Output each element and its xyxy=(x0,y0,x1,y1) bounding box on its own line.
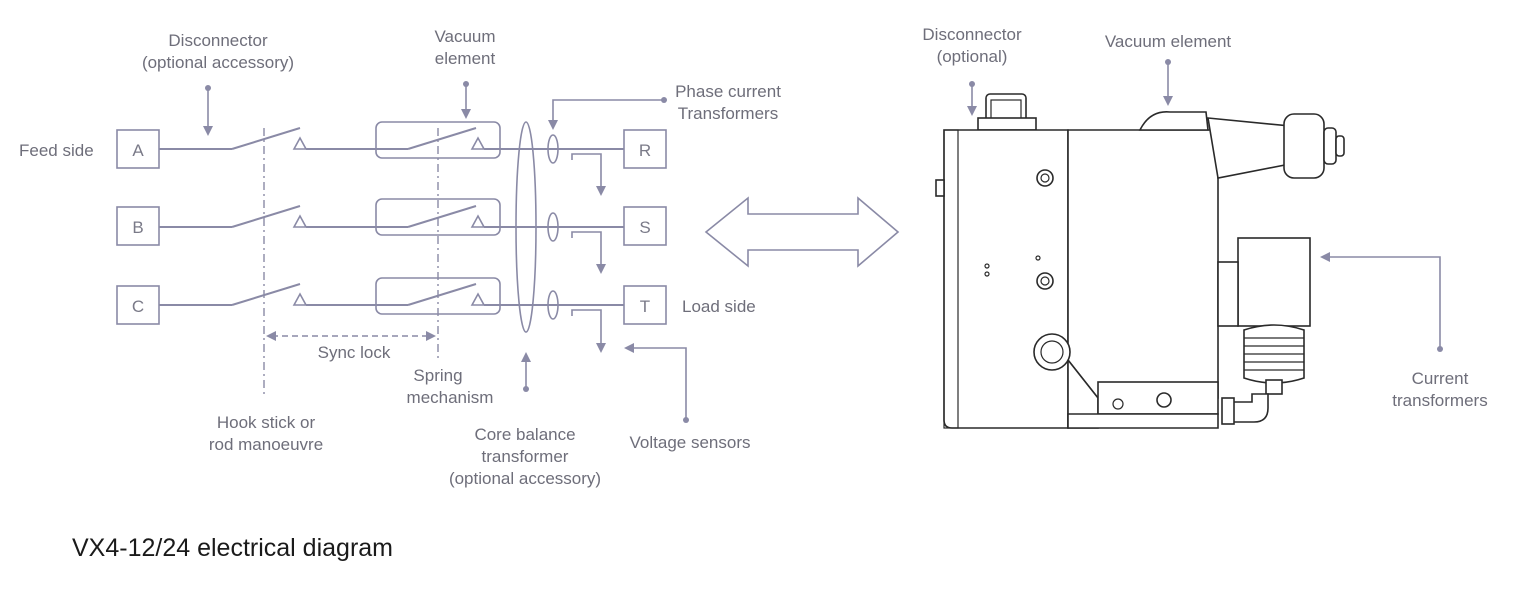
disconnector-label-1: Disconnector xyxy=(168,31,268,50)
phase-b-label: B xyxy=(132,218,143,237)
phase-ct-label-1: Phase current xyxy=(675,82,781,101)
core-balance-callout xyxy=(521,352,531,392)
r-ct-label-1: Current xyxy=(1412,369,1469,388)
phase-ct-c xyxy=(547,290,559,320)
hook-stick-label-1: Hook stick or xyxy=(217,413,316,432)
core-balance-label-3: (optional accessory) xyxy=(449,469,601,488)
device-illustration xyxy=(935,93,1345,429)
spring-label-2: mechanism xyxy=(407,388,494,407)
r-vacuum-label: Vacuum element xyxy=(1105,32,1232,51)
phase-ct-callout xyxy=(548,97,667,130)
load-side-label: Load side xyxy=(682,297,756,316)
phase-ct-label-2: Transformers xyxy=(678,104,778,123)
phase-a-label: A xyxy=(132,141,144,160)
disconnector-label-2: (optional accessory) xyxy=(142,53,294,72)
phase-ct-b xyxy=(547,212,559,242)
r-disconnector-label-1: Disconnector xyxy=(922,25,1022,44)
phase-line-b xyxy=(159,198,624,236)
sync-lock-label: Sync lock xyxy=(318,343,391,362)
schematic: A B C R S T xyxy=(19,27,781,488)
phase-r-label: R xyxy=(639,141,651,160)
voltage-sensors-callout xyxy=(624,343,689,423)
hook-stick-label-2: rod manoeuvre xyxy=(209,435,323,454)
r-ct-callout xyxy=(1320,252,1443,352)
double-arrow-icon xyxy=(704,196,900,268)
r-disconnector-callout xyxy=(967,81,977,116)
sync-lock-arrow xyxy=(266,331,436,341)
phase-s-label: S xyxy=(639,218,650,237)
core-balance-transformer xyxy=(515,121,537,333)
feed-side-label: Feed side xyxy=(19,141,94,160)
phase-ct-a xyxy=(547,134,559,164)
phase-line-a xyxy=(159,121,624,159)
core-balance-label-1: Core balance xyxy=(474,425,575,444)
disconnector-callout xyxy=(203,85,213,136)
diagram-caption: VX4-12/24 electrical diagram xyxy=(72,534,393,562)
phase-line-c xyxy=(159,277,624,315)
r-ct-label-2: transformers xyxy=(1392,391,1487,410)
phase-c-label: C xyxy=(132,297,144,316)
voltage-sensors-label: Voltage sensors xyxy=(630,433,751,452)
vacuum-label-1: Vacuum xyxy=(434,27,495,46)
spring-label-1: Spring xyxy=(413,366,462,385)
r-vacuum-callout xyxy=(1163,59,1173,106)
phase-t-label: T xyxy=(640,297,650,316)
core-balance-label-2: transformer xyxy=(482,447,569,466)
voltage-sensor-arrows xyxy=(571,153,606,353)
r-disconnector-label-2: (optional) xyxy=(937,47,1008,66)
vacuum-callout xyxy=(461,81,471,119)
vacuum-label-2: element xyxy=(435,49,496,68)
